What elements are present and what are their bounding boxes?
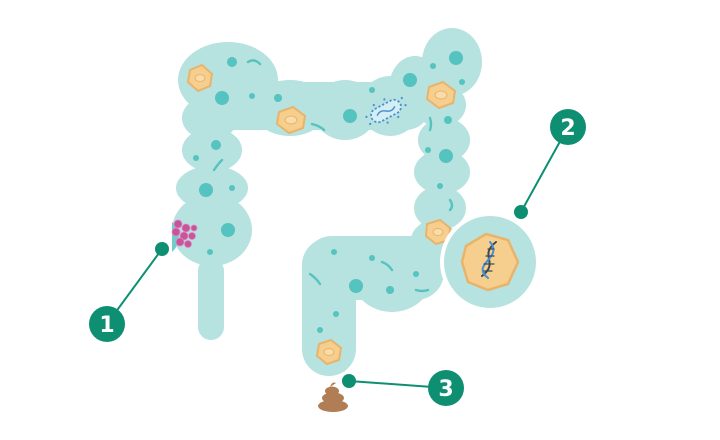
cell-2 <box>275 105 307 135</box>
stool-icon <box>318 382 348 412</box>
callout-1[interactable]: 1 <box>89 242 169 342</box>
marker-3-label: 3 <box>438 377 453 402</box>
colon-body <box>172 28 482 376</box>
dna-icon <box>481 241 497 279</box>
marker-2-label: 2 <box>560 116 575 141</box>
cell-5 <box>315 338 343 366</box>
cell-3 <box>425 80 457 110</box>
colon-texture-dots <box>193 51 465 333</box>
callout-2[interactable]: 2 <box>514 109 586 219</box>
zoomed-cell-dna <box>440 212 540 312</box>
polyp-icon <box>171 219 198 252</box>
marker-1-label: 1 <box>99 313 114 338</box>
colon-texture-squiggles <box>212 59 454 293</box>
cell-1 <box>186 63 214 93</box>
bacterium-icon <box>365 96 407 126</box>
cell-cluster <box>186 63 457 366</box>
callout-3[interactable]: 3 <box>342 370 464 406</box>
